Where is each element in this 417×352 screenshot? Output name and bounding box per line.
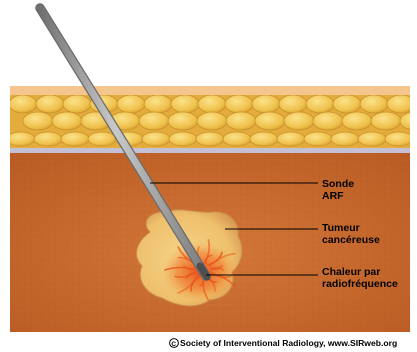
membrane-layer [10, 148, 410, 153]
fat-lobule [144, 95, 172, 113]
label-probe-line2: ARF [322, 190, 344, 202]
fat-lobule [61, 132, 89, 146]
fat-lobule [63, 95, 91, 113]
fat-lobule [226, 112, 256, 130]
fat-lobule [304, 132, 332, 146]
fat-lobule [225, 95, 253, 113]
label-tumor-line1: Tumeur [322, 222, 360, 234]
fat-lobule [142, 132, 170, 146]
fat-lobule [255, 112, 285, 130]
fat-lobule [117, 95, 145, 113]
fat-lobule [196, 132, 224, 146]
fat-lobule [7, 132, 35, 146]
fat-lobule [360, 95, 388, 113]
fat-lobule [279, 95, 307, 113]
fat-lobule [412, 132, 417, 146]
fat-lobule [23, 112, 53, 130]
label-heat-line2: radiofréquence [322, 278, 398, 290]
fat-lobule [284, 112, 314, 130]
fat-lobule [306, 95, 334, 113]
skin-layer [10, 86, 410, 96]
fat-lobule [198, 95, 226, 113]
fat-lobule [313, 112, 343, 130]
fat-lobule [385, 132, 413, 146]
fat-lobule [331, 132, 359, 146]
fat-lobule [9, 95, 37, 113]
fat-lobule [168, 112, 198, 130]
label-heat-line1: Chaleur par [322, 266, 380, 278]
credit-text: Society of Interventional Radiology, www… [180, 338, 397, 348]
fat-lobule [387, 95, 415, 113]
fat-lobule [34, 132, 62, 146]
fat-lobule [342, 112, 372, 130]
fat-lobule [171, 95, 199, 113]
label-tumor-line2: cancéreuse [322, 234, 380, 246]
fat-lobule [52, 112, 82, 130]
fat-lobule [358, 132, 386, 146]
fat-lobule [88, 132, 116, 146]
fat-lobule [169, 132, 197, 146]
fat-lobule [277, 132, 305, 146]
fat-lobule [371, 112, 401, 130]
fat-lobules [7, 95, 417, 146]
fat-lobule [333, 95, 361, 113]
fat-lobule [223, 132, 251, 146]
copyright-symbol: C [171, 341, 176, 348]
fat-lobule [197, 112, 227, 130]
fat-lobule [139, 112, 169, 130]
credit-line: C Society of Interventional Radiology, w… [170, 338, 398, 348]
label-probe-line1: Sonde [322, 178, 354, 190]
fat-lobule [250, 132, 278, 146]
fat-lobule [252, 95, 280, 113]
fat-lobule [36, 95, 64, 113]
